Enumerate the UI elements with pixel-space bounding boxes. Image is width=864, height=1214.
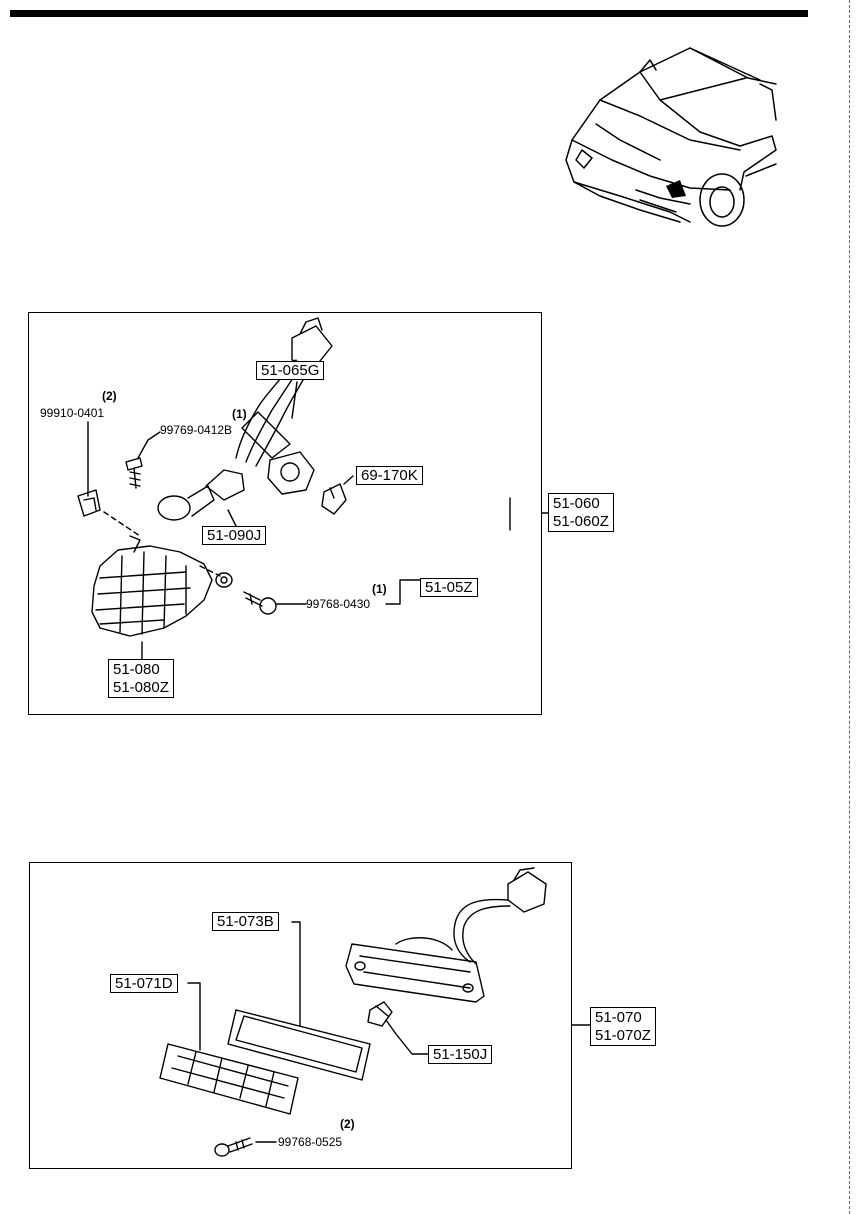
screw-top-part-number: 99769-0412B bbox=[160, 423, 233, 437]
car-illustration bbox=[565, 47, 777, 227]
lower-assembly-panel bbox=[29, 862, 572, 1169]
callout-lower-gasket: 51-073B bbox=[212, 912, 279, 931]
callout-lower-bulb: 51-150J bbox=[428, 1045, 493, 1064]
lower-screw-quantity: (2) bbox=[340, 1117, 355, 1131]
callout-lens: 51-080 51-080Z bbox=[108, 659, 174, 698]
callout-harness: 51-065G bbox=[256, 361, 325, 380]
callout-assembly: 51-060 51-060Z bbox=[548, 493, 614, 532]
lens-number-1: 51-080 bbox=[113, 661, 160, 678]
screw-top-quantity: (1) bbox=[232, 407, 247, 421]
lower-screw-part-number: 99768-0525 bbox=[278, 1135, 343, 1149]
assembly-number-1: 51-060 bbox=[553, 495, 600, 512]
callout-gasket: 51-05Z bbox=[420, 578, 478, 597]
clip-quantity: (2) bbox=[102, 389, 117, 403]
header-rule bbox=[10, 10, 808, 17]
lens-number-2: 51-080Z bbox=[113, 679, 169, 696]
screw-bottom-quantity: (1) bbox=[372, 582, 387, 596]
upper-assembly-panel bbox=[28, 312, 542, 715]
callout-lower-lens: 51-071D bbox=[110, 974, 178, 993]
callout-bulb-socket: 51-090J bbox=[202, 526, 267, 545]
callout-bulb-small: 69-170K bbox=[356, 466, 423, 485]
lower-assembly-number-1: 51-070 bbox=[595, 1009, 642, 1026]
clip-part-number: 99910-0401 bbox=[40, 406, 105, 420]
lower-assembly-number-2: 51-070Z bbox=[595, 1027, 651, 1044]
callout-lower-assembly: 51-070 51-070Z bbox=[590, 1007, 656, 1046]
screw-bottom-part-number: 99768-0430 bbox=[306, 597, 371, 611]
page-edge bbox=[849, 0, 851, 1214]
assembly-number-2: 51-060Z bbox=[553, 513, 609, 530]
